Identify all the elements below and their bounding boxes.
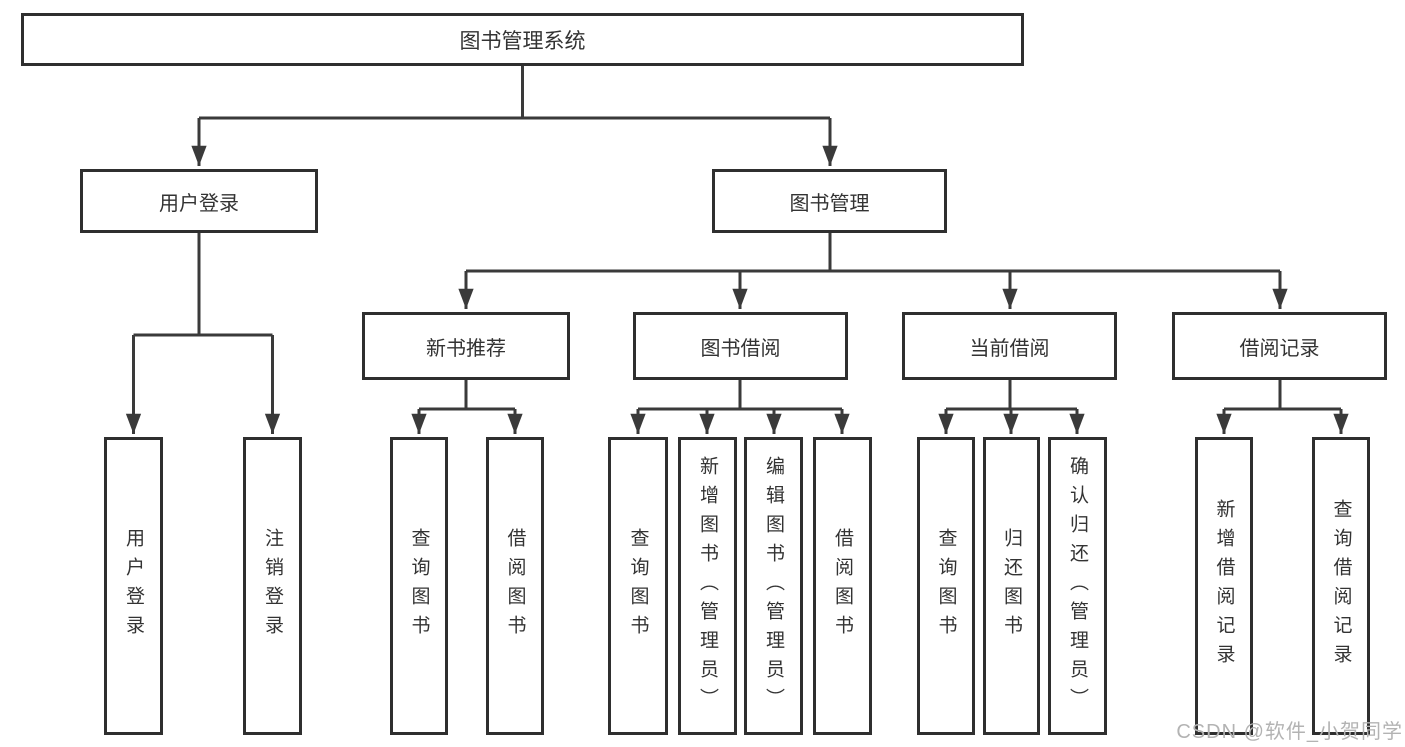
- leaf-borrow-books-2-label: 借阅图书: [832, 528, 853, 644]
- leaf-query-books-2: 查询图书: [608, 437, 668, 735]
- leaf-borrow-books-2: 借阅图书: [813, 437, 872, 735]
- leaf-borrow-books-1: 借阅图书: [486, 437, 544, 735]
- leaf-add-book-admin-label: 新增图书（管理员）: [697, 455, 718, 717]
- node-book-management: 图书管理: [712, 169, 947, 233]
- leaf-return-book: 归还图书: [983, 437, 1040, 735]
- leaf-edit-book-admin: 编辑图书（管理员）: [744, 437, 803, 735]
- leaf-confirm-return-admin: 确认归还（管理员）: [1048, 437, 1107, 735]
- leaf-user-login: 用户登录: [104, 437, 163, 735]
- leaf-add-borrow-record-label: 新增借阅记录: [1213, 499, 1235, 673]
- leaf-query-books-3: 查询图书: [917, 437, 975, 735]
- node-user-login: 用户登录: [80, 169, 318, 233]
- node-current-borrowing: 当前借阅: [902, 312, 1117, 380]
- node-new-book-recommend: 新书推荐: [362, 312, 570, 380]
- leaf-logout: 注销登录: [243, 437, 302, 735]
- leaf-query-borrow-record: 查询借阅记录: [1312, 437, 1370, 735]
- leaf-add-borrow-record: 新增借阅记录: [1195, 437, 1253, 735]
- leaf-query-borrow-record-label: 查询借阅记录: [1330, 499, 1352, 673]
- leaf-return-book-label: 归还图书: [1001, 528, 1022, 644]
- leaf-query-books-2-label: 查询图书: [627, 528, 649, 644]
- leaf-edit-book-admin-label: 编辑图书（管理员）: [763, 455, 784, 717]
- leaf-add-book-admin: 新增图书（管理员）: [678, 437, 737, 735]
- leaf-user-login-label: 用户登录: [123, 528, 144, 644]
- leaf-borrow-books-1-label: 借阅图书: [504, 528, 526, 644]
- node-book-borrowing: 图书借阅: [633, 312, 848, 380]
- watermark-csdn: CSDN @软件_小贺同学: [1176, 721, 1403, 743]
- leaf-confirm-return-admin-label: 确认归还（管理员）: [1067, 455, 1088, 717]
- leaf-logout-label: 注销登录: [262, 528, 283, 644]
- node-library-management-system: 图书管理系统: [21, 13, 1024, 66]
- leaf-query-books-3-label: 查询图书: [935, 528, 957, 644]
- leaf-query-books-1: 查询图书: [390, 437, 448, 735]
- node-borrow-records: 借阅记录: [1172, 312, 1387, 380]
- leaf-query-books-1-label: 查询图书: [408, 528, 430, 644]
